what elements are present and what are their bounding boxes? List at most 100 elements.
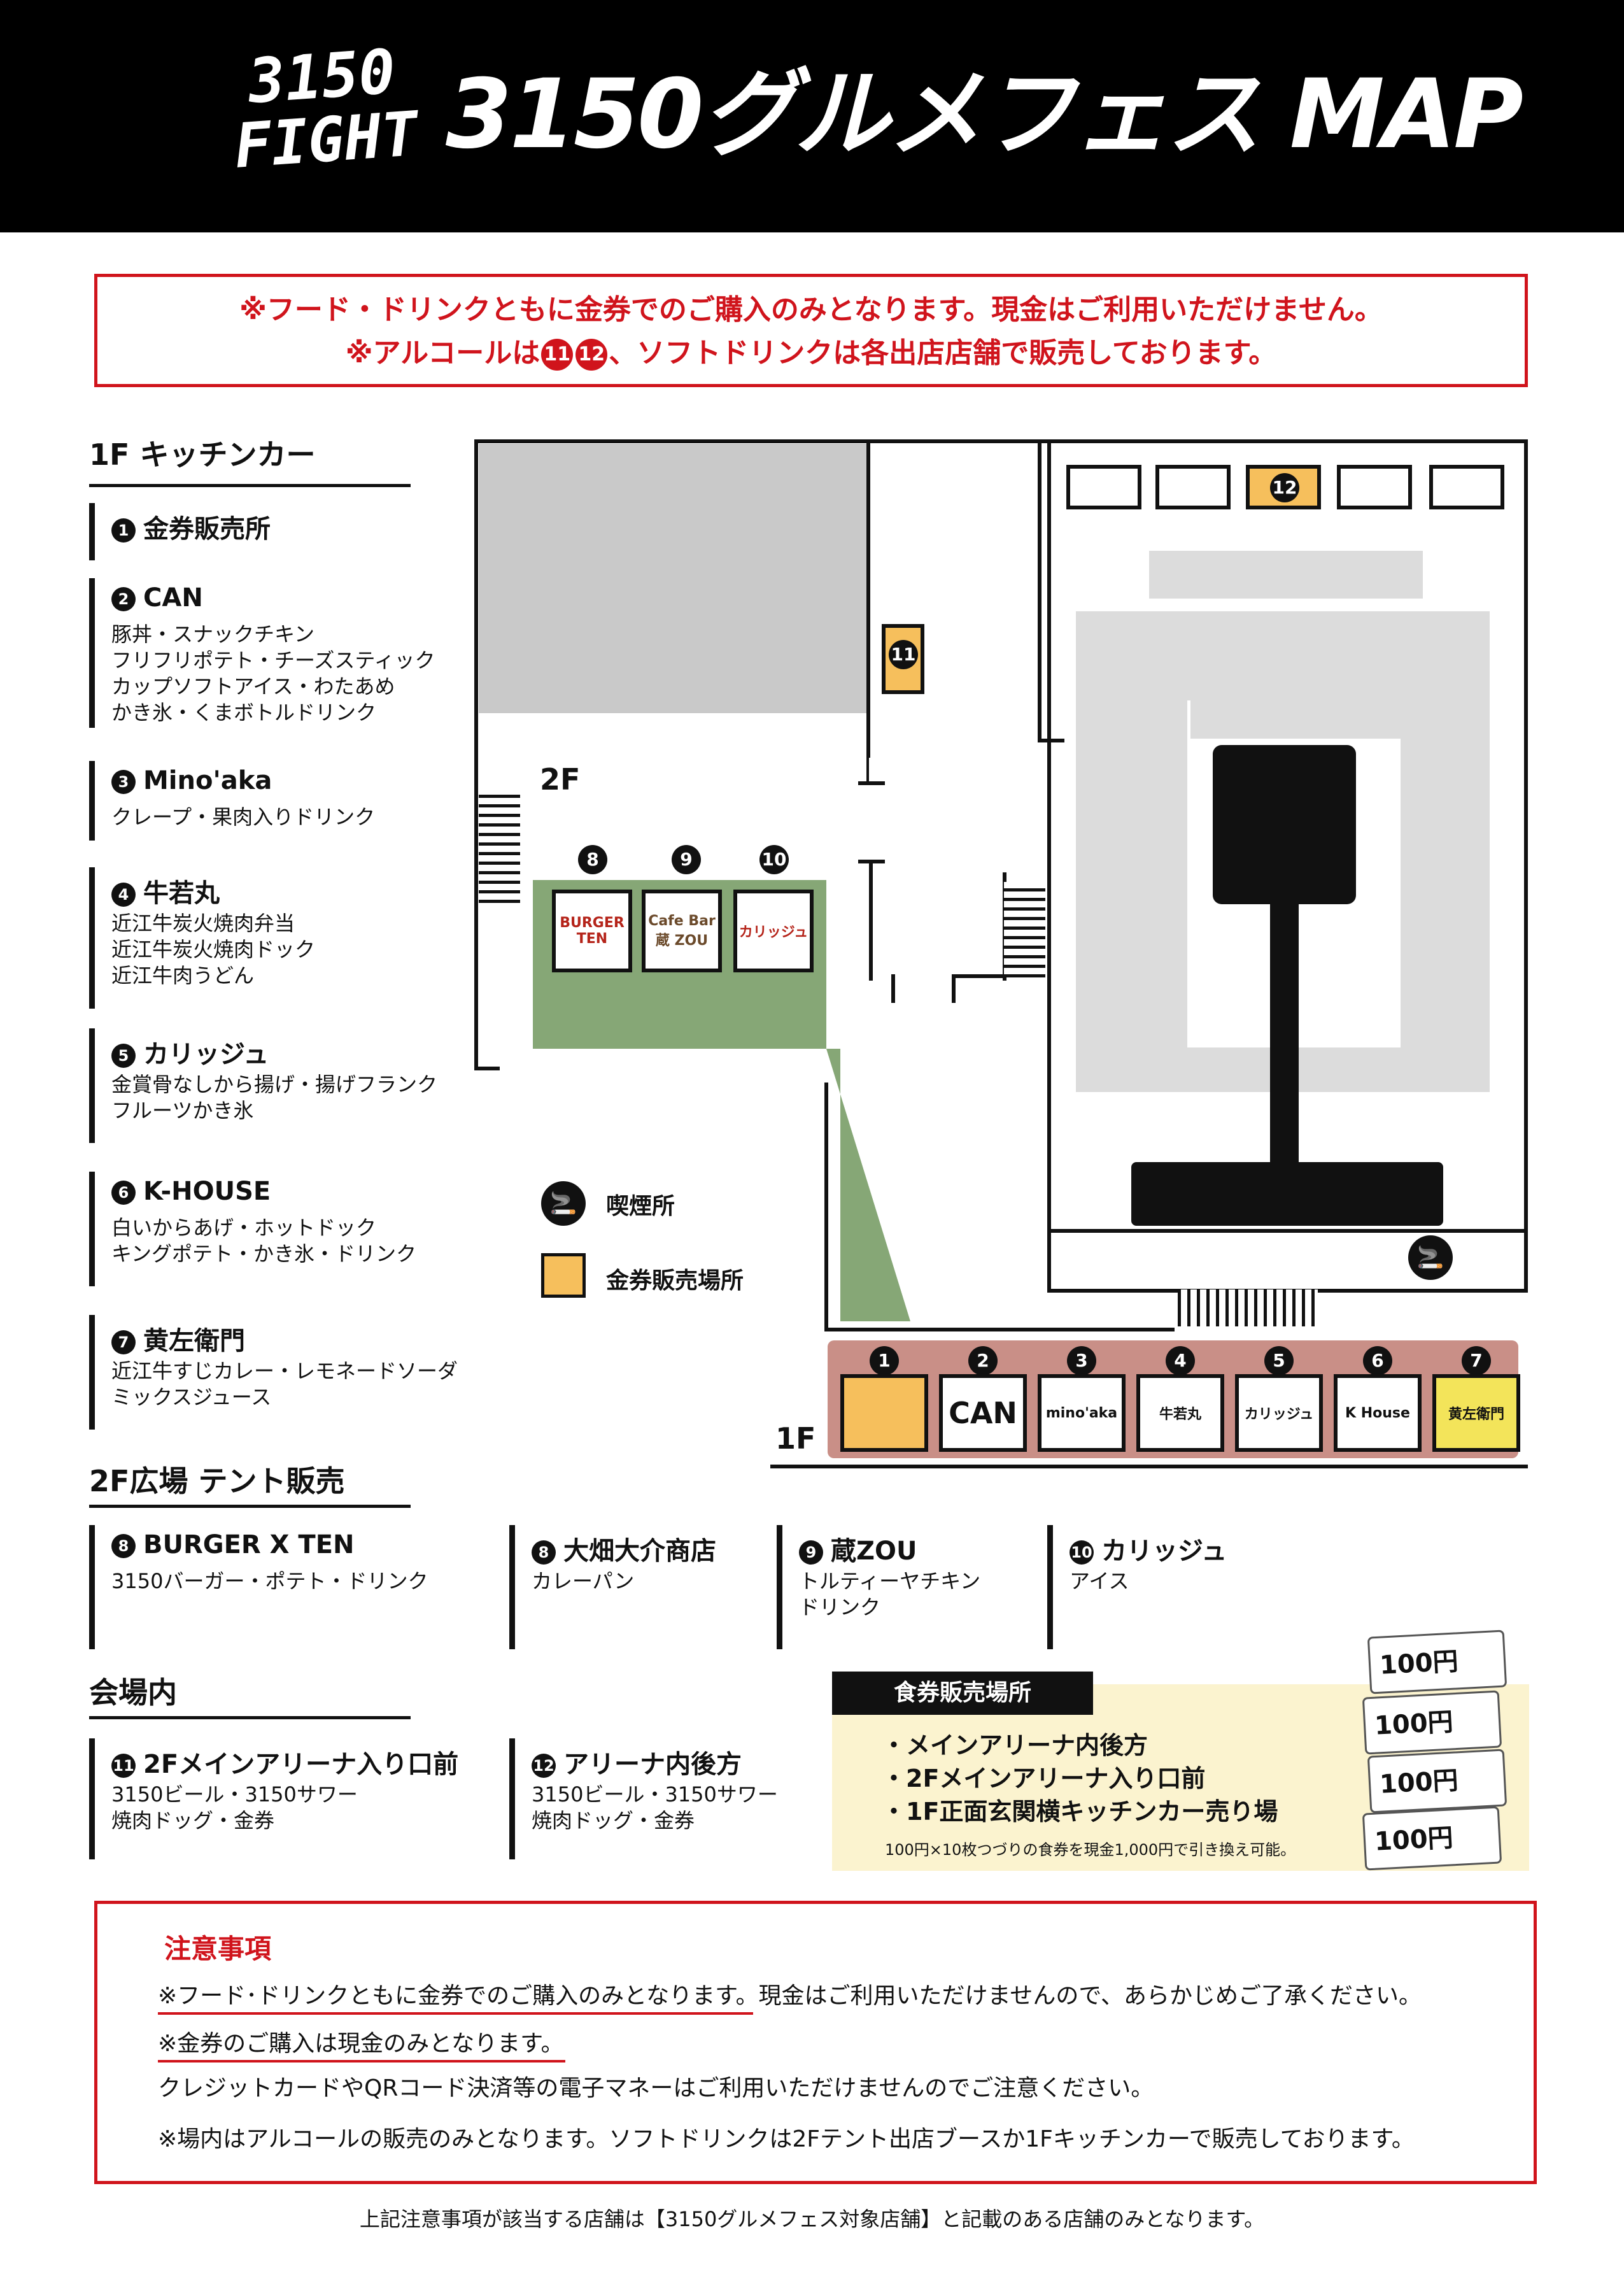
item-name: 金券販売所 <box>143 515 271 544</box>
kitchen-car-logo: 黄左衛門 <box>1432 1374 1520 1452</box>
logo-text: Cafe Bar 蔵 ZOU <box>648 912 716 949</box>
item-bar <box>509 1738 515 1859</box>
kitchen-car-logo: mino'aka <box>1038 1374 1126 1452</box>
stairs <box>1178 1289 1318 1326</box>
footer-note: 上記注意事項が該当する店舗は【3150グルメフェス対象店舗】と記載のある店舗のみ… <box>359 2207 1265 2231</box>
arena-booth <box>1429 465 1504 509</box>
ticket-place: ・1F正面玄関横キッチンカー売り場 <box>882 1798 1278 1826</box>
item-name: カリッジュ <box>143 1040 269 1069</box>
item-bar <box>509 1525 515 1649</box>
number-11-badge: 11 <box>541 339 574 371</box>
map-wall <box>866 756 869 781</box>
map-wall <box>824 1328 1175 1331</box>
burger-ten-logo: BURGER TEN <box>552 890 632 972</box>
item-name: カリッジュ <box>1101 1537 1227 1566</box>
item-description: アイス <box>1070 1569 1129 1593</box>
item-bar <box>89 1172 95 1286</box>
ticket-image: 100円 <box>1367 1749 1507 1814</box>
item-description: 豚丼・スナックチキン <box>111 622 315 646</box>
map-wall <box>1038 739 1064 742</box>
item-description: カップソフトアイス・わたあめ <box>111 674 395 699</box>
item-description: 焼肉ドッグ・金券 <box>532 1808 695 1833</box>
item-name: 2Fメインアリーナ入り口前 <box>143 1750 459 1779</box>
item-number-badge: 2 <box>111 587 136 611</box>
tent-section-title: 2F広場 テント販売 <box>89 1464 345 1498</box>
kitchen-car-logo: K House <box>1334 1374 1422 1452</box>
note-line1: ※フード･ドリンクともに金券でのご購入のみとなります。現金はご利用いただけません… <box>158 1977 1422 2010</box>
map-wall <box>952 974 1003 978</box>
logo-text: mino'aka <box>1045 1405 1118 1421</box>
item-number-badge: 4 <box>111 883 136 907</box>
item-description: 近江牛すじカレー・レモネードソーダ <box>111 1359 458 1383</box>
map-number-9: 9 <box>672 845 701 874</box>
item-description: ドリンク <box>799 1595 881 1619</box>
item-number-badge: 5 <box>111 1044 136 1068</box>
map-wall <box>824 1083 828 1331</box>
top-notice: ※フード・ドリンクともに金券でのご購入のみとなります。現金はご利用いただけません… <box>94 274 1528 387</box>
item-number-badge: 3 <box>111 770 136 794</box>
smoking-icon: 🚬 <box>1408 1235 1453 1280</box>
logo-text: BURGER TEN <box>560 915 625 947</box>
header-bar <box>0 0 1624 232</box>
map-number-12: 12 <box>1270 473 1299 502</box>
item-number-badge: 1 <box>111 518 136 543</box>
logo-text: 牛若丸 <box>1159 1407 1201 1423</box>
map-wall <box>858 781 885 785</box>
notes-title: 注意事項 <box>164 1933 272 1964</box>
logo-text: 黄左衛門 <box>1448 1407 1504 1423</box>
logo-text: カリッジュ <box>738 925 808 941</box>
item-title: 11 2Fメインアリーナ入り口前 <box>111 1743 458 1780</box>
note-line1-b: 現金はご利用いただけませんので、あらかじめご了承ください。 <box>758 1983 1422 2009</box>
item-bar <box>89 503 95 560</box>
venue-section-title: 会場内 <box>89 1675 177 1710</box>
map-wall <box>1524 439 1528 1293</box>
item-description: 焼肉ドッグ・金券 <box>111 1808 275 1833</box>
item-name: CAN <box>143 583 203 613</box>
ticket-value: 100円 <box>1373 1823 1454 1857</box>
page-title: 3150グルメフェス MAP <box>446 59 1523 170</box>
item-bar <box>89 578 95 728</box>
ticket-value: 100円 <box>1373 1707 1454 1741</box>
arena-booth <box>1155 465 1231 509</box>
map-wall <box>770 1465 1528 1468</box>
map-kitchen-number: 1 <box>870 1346 899 1375</box>
arena-booth <box>1066 465 1141 509</box>
seating-block <box>1149 551 1423 599</box>
kitchen-car-logo: カリッジュ <box>1235 1374 1323 1452</box>
kitchen-car-logo: 牛若丸 <box>1136 1374 1224 1452</box>
note-line1-a: ※フード･ドリンクともに金券でのご購入のみとなります。 <box>158 1983 759 2009</box>
item-description: フリフリポテト・チーズスティック <box>111 648 435 672</box>
item-name: 牛若丸 <box>143 879 220 908</box>
item-bar <box>89 1738 95 1859</box>
ticket-place: ・2Fメインアリーナ入り口前 <box>882 1764 1206 1793</box>
item-description: 近江牛炭火焼肉弁当 <box>111 911 295 935</box>
map-number-11: 11 <box>889 640 918 669</box>
map-wall <box>1047 439 1051 1293</box>
legend-smoking: 喫煙所 <box>606 1193 675 1219</box>
map-wall <box>952 974 956 1003</box>
ticket-sales-places: ・メインアリーナ内後方 ・2Fメインアリーナ入り口前 ・1F正面玄関横キッチンカ… <box>882 1729 1278 1828</box>
item-name: Mino'aka <box>143 766 272 795</box>
item-bar <box>89 761 95 841</box>
item-number-badge: 12 <box>532 1754 556 1778</box>
logo-text: CAN <box>949 1396 1017 1430</box>
map-wall <box>474 1067 500 1070</box>
stage <box>1213 745 1356 904</box>
item-description: 3150ビール・3150サワー <box>532 1782 778 1807</box>
item-description: キングポテト・かき氷・ドリンク <box>111 1242 417 1266</box>
item-title: 4 牛若丸 <box>111 872 220 909</box>
arena-booth <box>1337 465 1412 509</box>
item-description: フルーツかき氷 <box>111 1098 254 1123</box>
note-underline <box>158 2060 565 2062</box>
item-bar <box>89 1315 95 1430</box>
item-title: 5 カリッジュ <box>111 1033 269 1070</box>
item-number-badge: 11 <box>111 1754 136 1778</box>
stairs <box>479 788 520 903</box>
karijju-logo: カリッジュ <box>733 890 814 972</box>
seating-row <box>1190 700 1401 739</box>
